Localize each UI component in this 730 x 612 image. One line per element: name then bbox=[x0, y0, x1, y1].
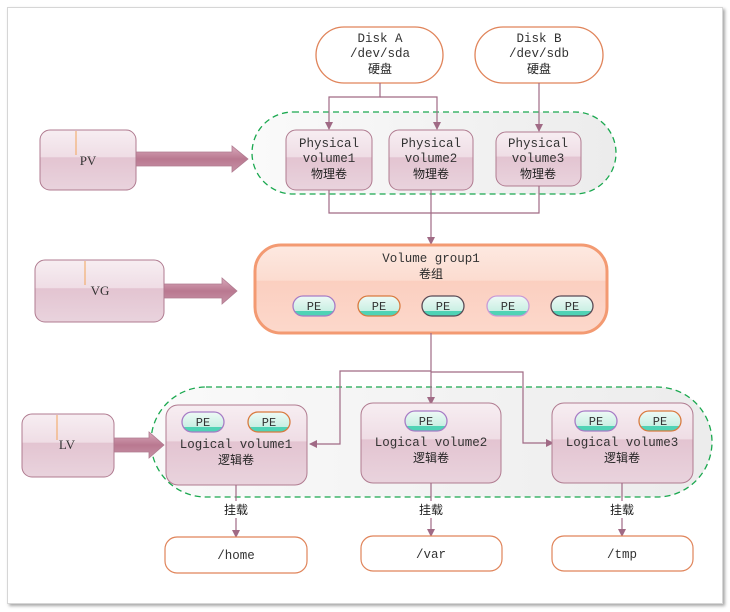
lv1-pe-list: PE PE bbox=[181, 411, 291, 433]
pv2-line3: 物理卷 bbox=[413, 166, 449, 181]
mount-label-2: 挂载 bbox=[419, 503, 443, 517]
lv1-pe-2: PE bbox=[247, 411, 291, 433]
disk-a-device: /dev/sda bbox=[350, 47, 411, 61]
connector-pv-vg bbox=[328, 186, 540, 244]
lv3-pe-2-label: PE bbox=[653, 415, 667, 429]
pv3-line3: 物理卷 bbox=[520, 166, 556, 181]
disk-a: Disk A /dev/sda 硬盘 bbox=[315, 26, 444, 84]
vg-pe-4: PE bbox=[486, 295, 530, 317]
vg-pe-5: PE bbox=[550, 295, 594, 317]
logical-volume-2: PE Logical volume2 逻辑卷 bbox=[360, 402, 502, 484]
vg-pe-2-label: PE bbox=[372, 300, 386, 314]
disk-b: Disk B /dev/sdb 硬盘 bbox=[474, 26, 604, 84]
connector-vg-lv1 bbox=[309, 370, 431, 448]
lv1-pe-1-label: PE bbox=[196, 416, 210, 430]
vg-pe-4-label: PE bbox=[501, 300, 515, 314]
pv3-line1: Physical bbox=[508, 137, 568, 151]
vg-label: VG bbox=[91, 283, 110, 298]
pv3-line2: volume3 bbox=[512, 152, 565, 166]
disk-b-name: Disk B bbox=[516, 32, 562, 46]
volume-group: Volume group1 卷组 PE PE PE PE PE bbox=[253, 243, 609, 335]
side-label-pv: PV bbox=[39, 129, 249, 191]
lv1-subtitle: 逻辑卷 bbox=[218, 452, 254, 467]
mount-label-3: 挂载 bbox=[610, 503, 634, 517]
vg-pe-3-label: PE bbox=[436, 300, 450, 314]
pv1-line1: Physical bbox=[299, 137, 359, 151]
lv3-pe-1: PE bbox=[574, 410, 618, 432]
connector-vg-lv3 bbox=[431, 371, 554, 447]
vg-pe-1: PE bbox=[292, 295, 336, 317]
pv1-line3: 物理卷 bbox=[311, 166, 347, 181]
vg-arrow-icon bbox=[163, 277, 238, 305]
lv-label: LV bbox=[59, 437, 76, 452]
mount-point-home-label: /home bbox=[217, 549, 255, 563]
vg-pe-list: PE PE PE PE PE bbox=[292, 295, 594, 317]
vg-pe-1-label: PE bbox=[307, 300, 321, 314]
vg-pe-5-label: PE bbox=[565, 300, 579, 314]
pv1-line2: volume1 bbox=[303, 152, 356, 166]
lv1-pe-2-label: PE bbox=[262, 416, 276, 430]
connector-disk-a-pv bbox=[325, 83, 381, 130]
vg-title: Volume group1 bbox=[382, 252, 480, 266]
pv2-line2: volume2 bbox=[405, 152, 458, 166]
lv2-pe-1-label: PE bbox=[419, 415, 433, 429]
disk-b-device: /dev/sdb bbox=[509, 47, 569, 61]
side-label-vg: VG bbox=[34, 259, 238, 323]
mount-point-tmp-label: /tmp bbox=[607, 548, 637, 562]
lv2-title: Logical volume2 bbox=[375, 436, 488, 450]
physical-volume-2: Physical volume2 物理卷 bbox=[388, 129, 474, 191]
lv2-pe-1: PE bbox=[404, 410, 448, 432]
pv2-line1: Physical bbox=[401, 137, 461, 151]
mount-point-tmp: /tmp bbox=[551, 535, 694, 572]
mount-label-1: 挂载 bbox=[224, 503, 248, 517]
lv3-subtitle: 逻辑卷 bbox=[604, 450, 640, 465]
logical-volume-3: PE PE Logical volume3 逻辑卷 bbox=[551, 402, 694, 484]
lv3-pe-1-label: PE bbox=[589, 415, 603, 429]
lv1-pe-1: PE bbox=[181, 411, 225, 433]
lv-arrow-icon bbox=[112, 431, 165, 459]
disk-a-name: Disk A bbox=[357, 32, 403, 46]
vg-pe-3: PE bbox=[421, 295, 465, 317]
lv3-pe-list: PE PE bbox=[574, 410, 682, 432]
vg-subtitle: 卷组 bbox=[419, 266, 443, 281]
disk-a-label: 硬盘 bbox=[368, 61, 392, 76]
pv-label: PV bbox=[80, 153, 97, 168]
pv-arrow-icon bbox=[135, 145, 249, 173]
connector-disk-a-pv2 bbox=[380, 96, 441, 130]
mount-point-var-label: /var bbox=[416, 548, 446, 562]
physical-volume-3: Physical volume3 物理卷 bbox=[495, 131, 582, 187]
lv2-subtitle: 逻辑卷 bbox=[413, 450, 449, 465]
mount-point-home: /home bbox=[164, 536, 308, 574]
physical-volume-1: Physical volume1 物理卷 bbox=[285, 129, 373, 191]
disk-b-label: 硬盘 bbox=[527, 61, 551, 76]
lv3-pe-2: PE bbox=[638, 410, 682, 432]
mount-point-var: /var bbox=[360, 535, 503, 572]
side-label-lv: LV bbox=[21, 413, 165, 478]
logical-volume-1: PE PE Logical volume1 逻辑卷 bbox=[165, 404, 308, 486]
vg-pe-2: PE bbox=[357, 295, 401, 317]
lv1-title: Logical volume1 bbox=[180, 438, 293, 452]
lv3-title: Logical volume3 bbox=[566, 436, 679, 450]
lv2-pe-list: PE bbox=[404, 410, 448, 432]
